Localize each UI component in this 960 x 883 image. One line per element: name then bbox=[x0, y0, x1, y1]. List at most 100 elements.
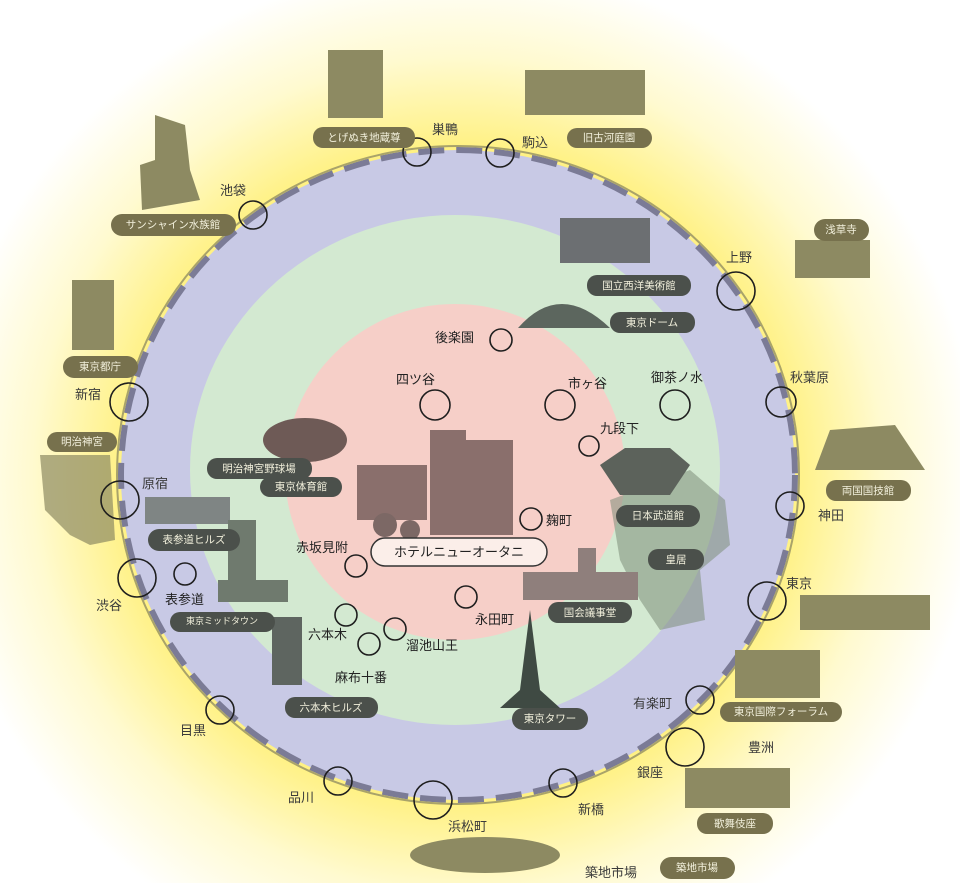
station-label-shibuya: 渋谷 bbox=[96, 599, 122, 614]
station-label-kudanshita: 九段下 bbox=[600, 422, 639, 437]
tocho-illustration bbox=[72, 280, 114, 350]
kabukiza-illustration bbox=[685, 768, 790, 808]
station-marker-korakuen[interactable] bbox=[489, 328, 513, 352]
landmark-forum[interactable]: 東京国際フォーラム bbox=[720, 702, 842, 722]
diet-building-illustration bbox=[523, 548, 638, 600]
station-label-hamamatsucho: 浜松町 bbox=[448, 820, 487, 835]
station-label-tsukiji: 築地市場 bbox=[585, 865, 637, 881]
station-label-ginza: 銀座 bbox=[637, 766, 663, 781]
station-marker-ikebukuro[interactable] bbox=[238, 200, 268, 230]
station-label-azabu-juban: 麻布十番 bbox=[335, 671, 387, 686]
station-label-yotsuya: 四ツ谷 bbox=[396, 373, 435, 388]
station-marker-akasaka-mitsuke[interactable] bbox=[344, 554, 368, 578]
landmark-meiji-jingu[interactable]: 明治神宮 bbox=[47, 432, 117, 452]
western-art-museum-illustration bbox=[560, 218, 650, 263]
landmark-label: 明治神宮 bbox=[61, 435, 103, 448]
station-label-toyosu: 豊洲 bbox=[748, 741, 774, 756]
station-marker-ginza[interactable] bbox=[665, 727, 705, 767]
station-marker-sugamo[interactable] bbox=[402, 137, 432, 167]
landmark-label: 歌舞伎座 bbox=[714, 817, 756, 830]
station-marker-ochanomizu[interactable] bbox=[659, 389, 691, 421]
station-label-shinbashi: 新橋 bbox=[578, 802, 604, 818]
landmark-tokyo-tower[interactable]: 東京タワー bbox=[512, 708, 588, 730]
station-marker-tameike-sanno[interactable] bbox=[383, 617, 407, 641]
landmark-kokugikan[interactable]: 両国国技館 bbox=[826, 480, 911, 501]
station-marker-tokyo[interactable] bbox=[747, 581, 787, 621]
station-marker-yotsuya[interactable] bbox=[419, 389, 451, 421]
station-marker-shinagawa[interactable] bbox=[323, 766, 353, 796]
hamarikyu-illustration bbox=[410, 837, 560, 873]
station-label-yurakucho: 有楽町 bbox=[633, 696, 672, 712]
kyu-furukawa-illustration bbox=[525, 70, 645, 115]
landmark-label: 東京国際フォーラム bbox=[734, 705, 828, 718]
landmark-label: 表参道ヒルズ bbox=[163, 533, 226, 546]
station-label-akasaka-mitsuke: 赤坂見附 bbox=[296, 541, 348, 556]
landmark-label: サンシャイン水族館 bbox=[126, 218, 221, 231]
landmark-western-art[interactable]: 国立西洋美術館 bbox=[587, 275, 691, 296]
landmark-budokan[interactable]: 日本武道館 bbox=[616, 505, 700, 527]
station-marker-omotesando[interactable] bbox=[173, 562, 197, 586]
station-marker-shinjuku[interactable] bbox=[109, 382, 149, 422]
station-label-ikebukuro: 池袋 bbox=[220, 184, 246, 199]
landmark-tsukiji-market[interactable]: 築地市場 bbox=[660, 857, 735, 879]
station-marker-shinbashi[interactable] bbox=[548, 768, 578, 798]
budokan-illustration bbox=[600, 448, 690, 495]
station-label-akihabara: 秋葉原 bbox=[790, 371, 829, 386]
sunshine-illustration bbox=[140, 115, 200, 210]
station-marker-kudanshita[interactable] bbox=[578, 435, 600, 457]
station-marker-kanda[interactable] bbox=[775, 491, 805, 521]
roppongi-hills-illustration bbox=[272, 617, 302, 685]
landmark-sensoji[interactable]: 浅草寺 bbox=[814, 219, 869, 241]
meiji-jingu-illustration bbox=[40, 455, 115, 545]
station-label-tokyo: 東京 bbox=[786, 576, 812, 592]
station-label-korakuen: 後楽園 bbox=[435, 330, 474, 346]
station-marker-nagatacho[interactable] bbox=[454, 585, 478, 609]
omotesando-hills-illustration bbox=[145, 497, 230, 524]
station-label-komagome: 駒込 bbox=[522, 136, 548, 151]
hotel-label[interactable]: ホテルニューオータニ bbox=[370, 537, 548, 567]
station-marker-akihabara[interactable] bbox=[765, 386, 797, 418]
landmark-label: 東京ミッドタウン bbox=[186, 615, 258, 627]
station-marker-azabu-juban[interactable] bbox=[357, 632, 381, 656]
hotel-new-otani-illustration bbox=[357, 430, 513, 540]
landmark-tokyo-gym[interactable]: 東京体育館 bbox=[260, 477, 342, 497]
station-label-kanda: 神田 bbox=[818, 509, 844, 524]
station-marker-yurakucho[interactable] bbox=[685, 685, 715, 715]
station-label-ichigaya: 市ヶ谷 bbox=[568, 376, 607, 392]
station-label-meguro: 目黒 bbox=[180, 724, 206, 739]
landmark-label: 東京都庁 bbox=[79, 360, 121, 373]
landmark-kokyo[interactable]: 皇居 bbox=[648, 549, 704, 570]
landmark-label: 築地市場 bbox=[676, 861, 718, 874]
landmark-diet[interactable]: 国会議事堂 bbox=[548, 602, 632, 623]
landmark-label: 東京体育館 bbox=[275, 480, 328, 493]
landmark-sunshine[interactable]: サンシャイン水族館 bbox=[111, 214, 236, 236]
landmark-jingu-stadium[interactable]: 明治神宮野球場 bbox=[207, 458, 312, 479]
landmark-midtown[interactable]: 東京ミッドタウン bbox=[170, 612, 275, 632]
station-marker-hamamatsucho[interactable] bbox=[413, 780, 453, 820]
station-marker-roppongi[interactable] bbox=[334, 603, 358, 627]
landmark-kabukiza[interactable]: 歌舞伎座 bbox=[697, 813, 773, 834]
landmark-roppongi-hills[interactable]: 六本木ヒルズ bbox=[285, 697, 378, 718]
station-marker-ueno[interactable] bbox=[716, 271, 756, 311]
station-marker-meguro[interactable] bbox=[205, 695, 235, 725]
landmark-omotesando-hills[interactable]: 表参道ヒルズ bbox=[148, 529, 240, 551]
station-label-omotesando: 表参道 bbox=[165, 592, 204, 608]
landmark-label: 東京ドーム bbox=[626, 316, 678, 329]
landmark-label: 国会議事堂 bbox=[564, 606, 617, 619]
station-marker-ichigaya[interactable] bbox=[544, 389, 576, 421]
landmark-label: 六本木ヒルズ bbox=[300, 701, 363, 714]
station-marker-komagome[interactable] bbox=[485, 138, 515, 168]
loop-line-track bbox=[118, 147, 798, 803]
station-marker-shibuya[interactable] bbox=[117, 558, 157, 598]
forum-illustration bbox=[735, 650, 820, 698]
landmark-togenuki[interactable]: とげぬき地蔵尊 bbox=[313, 127, 415, 148]
station-marker-kojimachi[interactable] bbox=[519, 507, 543, 531]
landmark-tocho[interactable]: 東京都庁 bbox=[63, 356, 138, 378]
station-marker-harajuku[interactable] bbox=[100, 480, 140, 520]
landmark-tokyo-dome[interactable]: 東京ドーム bbox=[610, 312, 695, 333]
kokugikan-illustration bbox=[815, 425, 925, 470]
station-label-nagatacho: 永田町 bbox=[475, 613, 514, 628]
landmark-label: 皇居 bbox=[666, 553, 687, 566]
tokyo-station-illustration bbox=[800, 595, 930, 630]
landmark-kyu-furukawa[interactable]: 旧古河庭園 bbox=[567, 128, 652, 148]
